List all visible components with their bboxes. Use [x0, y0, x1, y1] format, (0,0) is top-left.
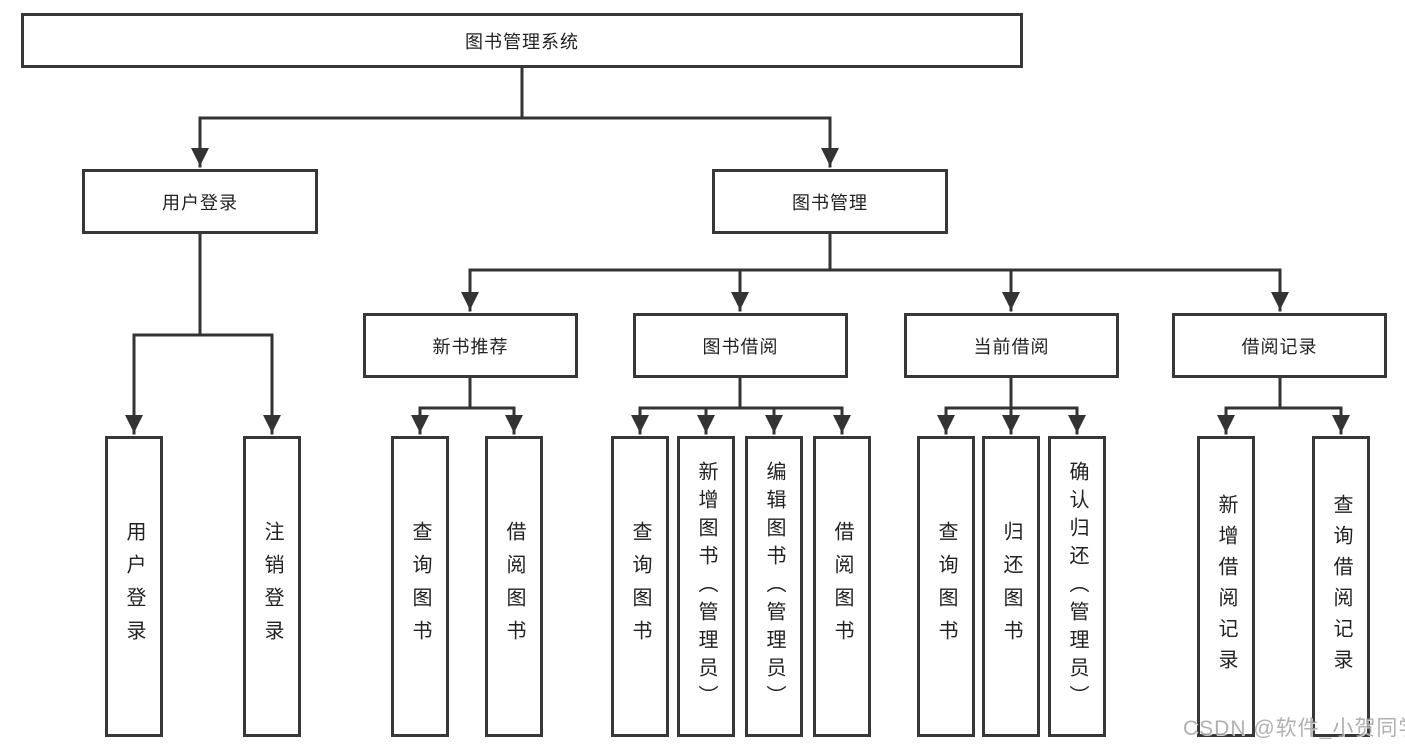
- leaf-current-return-books: 归还图书: [982, 436, 1040, 737]
- leaf-current-return-books-label: 归还图书: [1000, 520, 1022, 653]
- node-root: 图书管理系统: [21, 13, 1023, 68]
- leaf-newbook-query-books-label: 查询图书: [409, 520, 431, 653]
- leaf-newbook-borrow-books: 借阅图书: [485, 436, 543, 737]
- leaf-records-add-record: 新增借阅记录: [1197, 436, 1255, 737]
- node-borrow-records-label: 借阅记录: [1241, 336, 1318, 357]
- node-root-label: 图书管理系统: [465, 31, 579, 52]
- node-new-book-recommend-label: 新书推荐: [432, 336, 509, 357]
- node-borrow-records: 借阅记录: [1172, 313, 1387, 378]
- node-book-borrowing-label: 图书借阅: [702, 336, 779, 357]
- leaf-records-query-record: 查询借阅记录: [1312, 436, 1370, 737]
- leaf-logout-label: 注销登录: [261, 520, 283, 653]
- leaf-records-add-record-label: 新增借阅记录: [1215, 493, 1237, 680]
- node-current-borrowing-label: 当前借阅: [973, 336, 1050, 357]
- node-user-login-branch-label: 用户登录: [162, 192, 238, 213]
- node-new-book-recommend: 新书推荐: [363, 313, 578, 378]
- leaf-borrowing-edit-books-admin-label: 编辑图书（管理员）: [763, 460, 785, 713]
- leaf-logout: 注销登录: [243, 436, 301, 737]
- leaf-newbook-borrow-books-label: 借阅图书: [503, 520, 525, 653]
- node-user-login-branch: 用户登录: [82, 169, 318, 234]
- leaf-user-login: 用户登录: [105, 436, 163, 737]
- leaf-borrowing-borrow-books: 借阅图书: [813, 436, 871, 737]
- leaf-current-query-books: 查询图书: [917, 436, 975, 737]
- leaf-borrowing-add-books-admin: 新增图书（管理员）: [677, 436, 735, 737]
- leaf-borrowing-borrow-books-label: 借阅图书: [831, 520, 853, 653]
- leaf-current-query-books-label: 查询图书: [935, 520, 957, 653]
- leaf-current-confirm-return-admin-label: 确认归还（管理员）: [1066, 460, 1088, 713]
- leaf-borrowing-query-books: 查询图书: [611, 436, 669, 737]
- leaf-borrowing-edit-books-admin: 编辑图书（管理员）: [745, 436, 803, 737]
- node-book-borrowing: 图书借阅: [633, 313, 848, 378]
- leaf-current-confirm-return-admin: 确认归还（管理员）: [1048, 436, 1106, 737]
- leaf-borrowing-query-books-label: 查询图书: [629, 520, 651, 653]
- leaf-records-query-record-label: 查询借阅记录: [1330, 493, 1352, 680]
- leaf-user-login-label: 用户登录: [123, 520, 145, 653]
- csdn-watermark: CSDN @软件_小贺同学: [1183, 717, 1405, 740]
- node-book-management-label: 图书管理: [792, 192, 868, 213]
- node-current-borrowing: 当前借阅: [904, 313, 1119, 378]
- leaf-borrowing-add-books-admin-label: 新增图书（管理员）: [695, 460, 717, 713]
- leaf-newbook-query-books: 查询图书: [391, 436, 449, 737]
- node-book-management: 图书管理: [712, 169, 948, 234]
